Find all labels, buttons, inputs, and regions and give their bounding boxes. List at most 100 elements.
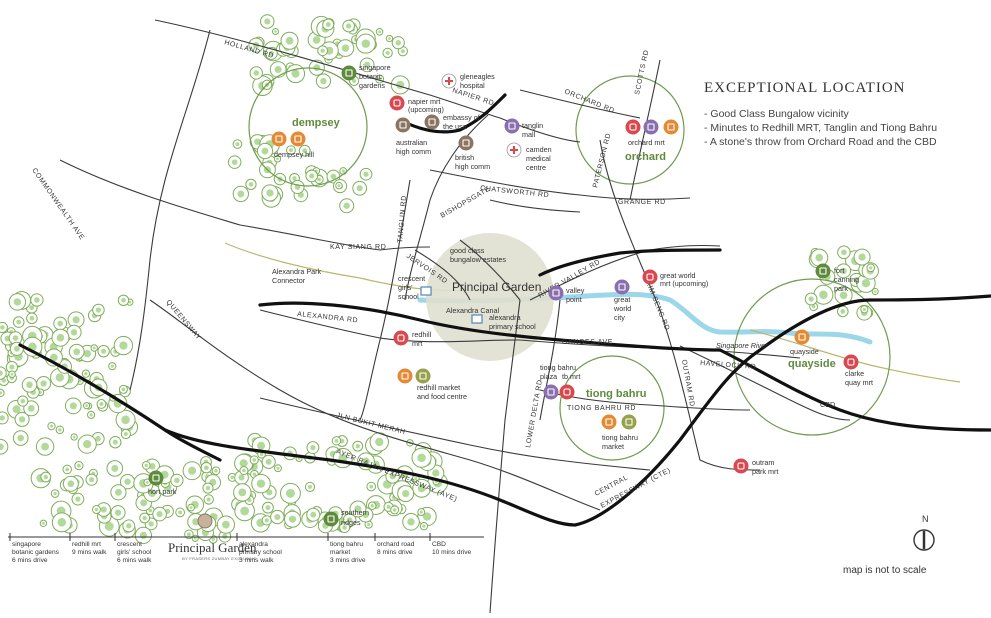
- tree-core: [840, 267, 847, 275]
- tree-core: [65, 467, 70, 472]
- embassy-icon: [458, 135, 474, 151]
- tree-core: [288, 515, 297, 523]
- zone-label-quayside: quayside: [788, 358, 836, 370]
- tree-core: [337, 184, 341, 188]
- scale-item-name: orchard road: [377, 541, 415, 548]
- hospital-icon: [441, 73, 457, 89]
- header-bullet-1: Good Class Bungalow vicinity: [704, 107, 984, 121]
- tree-core: [189, 506, 193, 510]
- label-hort-park: hort park: [148, 487, 177, 496]
- label-river: Singapore River: [716, 341, 768, 350]
- tree-core: [99, 401, 104, 406]
- food-icon: [397, 368, 413, 384]
- scale-item-time: 6 mins drive: [12, 557, 48, 564]
- brand-tagline: BY FRASERS ZUMBAY EXCLUSIVE: [182, 556, 257, 561]
- scale-ticks: [9, 533, 431, 541]
- label-camden-1: camden: [526, 145, 552, 154]
- tree-core: [370, 504, 374, 508]
- label-aps-2: primary school: [489, 322, 536, 331]
- tree-core: [288, 148, 293, 153]
- tree-core: [41, 521, 45, 525]
- tree-core: [235, 142, 240, 147]
- tree-core: [72, 435, 76, 439]
- tree-core: [238, 474, 245, 481]
- tree: [0, 366, 7, 380]
- label-gwc-2: world: [613, 304, 631, 313]
- school-icon: [420, 286, 432, 296]
- label-aus-2: high comm: [396, 147, 431, 156]
- brand-name: Principal Garden: [168, 540, 257, 555]
- scale-item-name: crescent girls' school: [117, 541, 152, 556]
- scale-item-time: 3 mins drive: [330, 557, 366, 564]
- label-gw-mrt-2: mrt (upcoming): [660, 279, 708, 288]
- tree-core: [26, 381, 33, 389]
- tree-core: [343, 202, 350, 209]
- tree-core: [364, 61, 371, 68]
- label-napier-mrt-2: (upcoming): [408, 105, 444, 114]
- header-bullets: Good Class Bungalow vicinity Minutes to …: [704, 107, 984, 149]
- road-label-ganges: GANGES AVE: [562, 339, 613, 346]
- tree-core: [362, 457, 370, 466]
- mall-icon: [543, 384, 559, 400]
- tree-core: [309, 173, 315, 179]
- tree-core: [9, 364, 15, 370]
- tree-core: [148, 508, 153, 513]
- location-header: EXCEPTIONAL LOCATION Good Class Bungalow…: [704, 80, 984, 149]
- tree-core: [128, 300, 132, 304]
- market-icon: [415, 368, 431, 384]
- tree-core: [862, 307, 866, 311]
- tree-core: [432, 469, 440, 477]
- tree-core: [148, 521, 154, 527]
- tree-core: [142, 515, 147, 521]
- food-icon: [290, 131, 306, 147]
- orchard-zone: [575, 75, 685, 185]
- tree-core: [69, 402, 77, 410]
- scale-item-time: 6 mins walk: [117, 557, 152, 564]
- tree-core: [422, 524, 426, 528]
- tree-core: [237, 190, 245, 198]
- tree-core: [119, 341, 128, 350]
- label-dempsey-hill: dempsey hill: [274, 150, 314, 159]
- tree-core: [815, 253, 824, 262]
- tree-core: [254, 138, 261, 146]
- tree-core: [156, 511, 163, 518]
- label-rmkt-2: and food centre: [417, 392, 467, 401]
- label-british-2: high comm: [455, 162, 490, 171]
- hospital-icon: [506, 142, 522, 158]
- expressways: [18, 93, 991, 527]
- header-bullet-2: Minutes to Redhill MRT, Tanglin and Tion…: [704, 121, 984, 135]
- label-valley-1: valley: [566, 286, 585, 295]
- tree-core: [75, 496, 81, 502]
- tree-core: [77, 463, 81, 468]
- tree-core: [274, 65, 282, 74]
- tree-core: [178, 510, 183, 515]
- tree-core: [49, 424, 54, 428]
- scale-item-name: CBD: [432, 541, 446, 548]
- quayside-connector-line: [749, 329, 961, 383]
- tree-core: [104, 521, 114, 531]
- tree-core: [0, 391, 3, 395]
- label-connector-1: Alexandra Park: [272, 267, 322, 276]
- tree-core: [50, 353, 58, 362]
- tree-core: [110, 364, 114, 368]
- mrt-icon: [642, 269, 658, 285]
- brand-logo: Principal Garden BY FRASERS ZUMBAY EXCLU…: [168, 540, 256, 561]
- tree-core: [292, 176, 297, 181]
- tree-core: [265, 505, 271, 511]
- tree-core: [342, 525, 347, 530]
- tree-core: [17, 434, 25, 442]
- label-gleneagles-1: gleneagles: [460, 72, 495, 81]
- label-quayside: quayside: [790, 347, 819, 356]
- dempsey-zone: [248, 67, 368, 187]
- tree-core: [419, 510, 423, 514]
- mall-icon: [614, 279, 630, 295]
- scale-item-time: 10 mins drive: [432, 549, 472, 556]
- compass-label: N: [922, 514, 929, 524]
- tree-core: [73, 348, 81, 356]
- tree-core: [307, 484, 313, 489]
